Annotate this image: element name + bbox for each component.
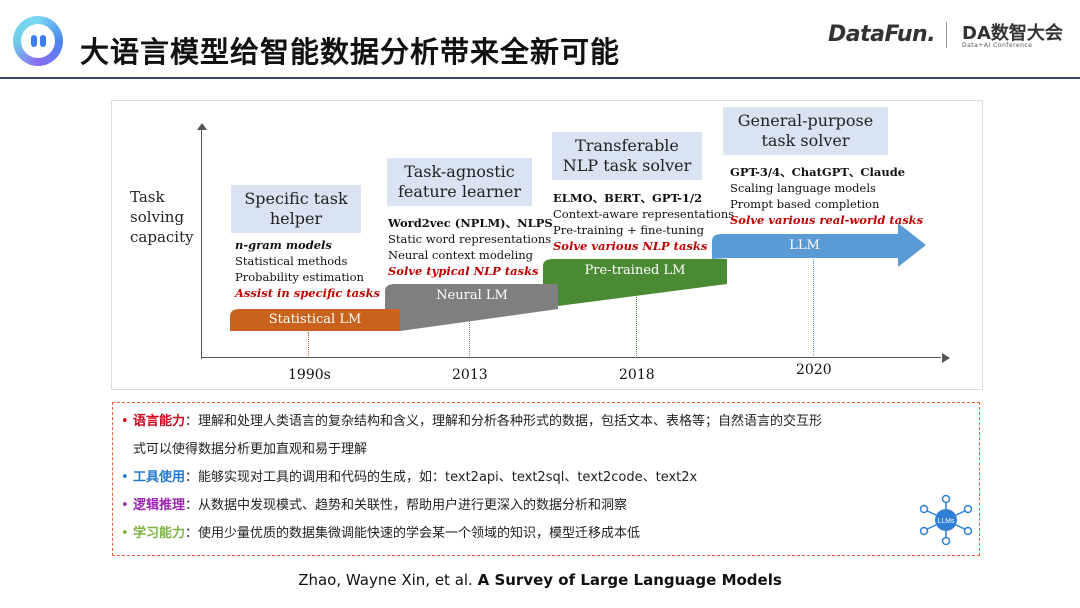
- citation-authors: Zhao, Wayne Xin, et al.: [298, 571, 478, 589]
- year-guide-2013: [469, 309, 470, 356]
- year-guide-1990s: [308, 332, 309, 356]
- stage-text-statistical: n-gram models Statistical methods Probab…: [235, 238, 381, 300]
- y-axis-arrow-icon: [197, 123, 207, 130]
- bullet-language: •语言能力：理解和处理人类语言的复杂结构和含义，理解和分析各种形式的数据，包括文…: [121, 408, 822, 436]
- logo-icon: [13, 16, 63, 66]
- year-label: 1990s: [288, 367, 331, 383]
- band-statistical-shape: [230, 309, 400, 331]
- band-neural-shape: [385, 284, 558, 331]
- band-pretrained-shape: [543, 259, 727, 306]
- stair-bands: [230, 223, 926, 331]
- citation-title: A Survey of Large Language Models: [477, 571, 782, 589]
- year-label: 2020: [796, 362, 832, 378]
- llm-network-icon: LLMs: [919, 494, 973, 546]
- bullet-dot-icon: •: [121, 526, 129, 541]
- capability-bullets: •语言能力：理解和处理人类语言的复杂结构和含义，理解和分析各种形式的数据，包括文…: [112, 402, 980, 556]
- da-conference-logo: DA数智大会: [962, 23, 1063, 44]
- bullet-dot-icon: •: [121, 470, 129, 485]
- y-axis: [201, 127, 202, 359]
- year-label: 2013: [452, 367, 488, 383]
- da-conference-subtitle: Data+AI Conference: [962, 42, 1033, 49]
- band-statistical-label: Statistical LM: [268, 312, 362, 327]
- x-axis-arrow-icon: [942, 353, 950, 363]
- bullet-dot-icon: •: [121, 498, 129, 513]
- slide-header: 大语言模型给智能数据分析带来全新可能 DataFun. DA数智大会 Data+…: [0, 0, 1080, 79]
- citation: Zhao, Wayne Xin, et al. A Survey of Larg…: [0, 571, 1080, 589]
- year-guide-2020: [813, 259, 814, 356]
- year-label: 2018: [619, 367, 655, 383]
- x-axis: [201, 357, 941, 358]
- stage-text-neural: Word2vec (NPLM)、NLPS Static word represe…: [388, 216, 553, 278]
- slide-title: 大语言模型给智能数据分析带来全新可能: [80, 35, 621, 69]
- band-llm-label: LLM: [789, 238, 820, 253]
- bullet-dot-icon: •: [121, 414, 129, 429]
- llm-icon-label: LLMs: [937, 518, 955, 525]
- year-guide-2018: [636, 284, 637, 356]
- bullet-tools: •工具使用：能够实现对工具的调用和代码的生成，如：text2api、text2s…: [121, 464, 697, 492]
- brand-divider: [946, 22, 947, 48]
- band-neural-label: Neural LM: [436, 288, 508, 303]
- band-pretrained-label: Pre-trained LM: [584, 263, 686, 278]
- bullet-learning: •学习能力：使用少量优质的数据集微调能快速的学会某一个领域的知识，模型迁移成本低: [121, 520, 640, 548]
- datafun-logo: DataFun.: [828, 22, 936, 47]
- y-axis-label: Task solving capacity: [130, 188, 194, 246]
- stage-text-pretrained: ELMO、BERT、GPT-1/2 Context-aware represen…: [553, 191, 735, 253]
- bullet-reasoning: •逻辑推理：从数据中发现模式、趋势和关联性，帮助用户进行更深入的数据分析和洞察: [121, 492, 627, 520]
- bullet-language-cont: 式可以使得数据分析更加直观和易于理解: [133, 442, 368, 457]
- title-divider: [0, 77, 1080, 79]
- band-llm-shape: [712, 223, 926, 267]
- stage-text-llm: GPT-3/4、ChatGPT、Claude Scaling language …: [730, 165, 924, 227]
